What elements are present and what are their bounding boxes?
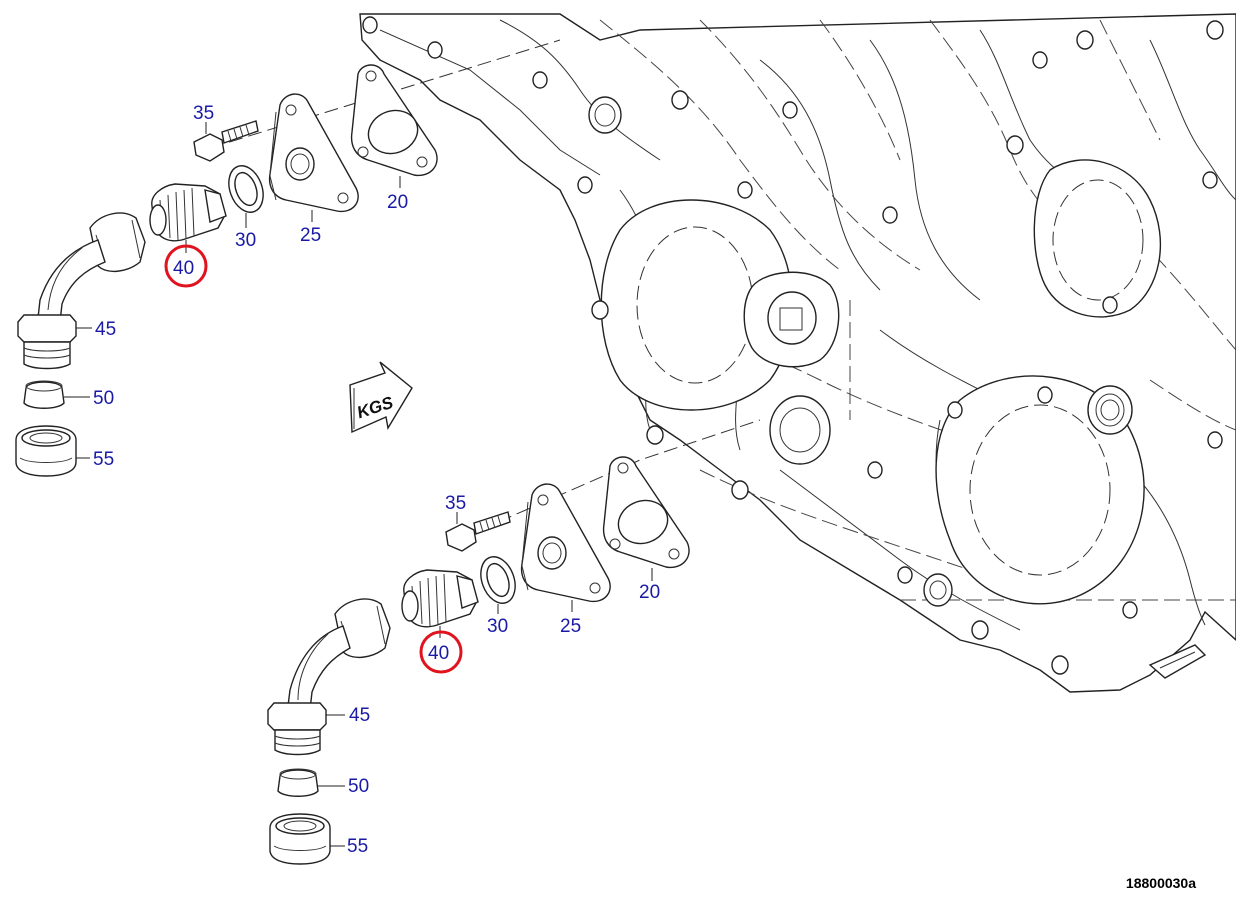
gasket-20-lower [602, 456, 690, 581]
nut-55-lower [269, 813, 345, 865]
drawing-number: 18800030a [1125, 875, 1196, 891]
part-labels-lower: 35 20 25 30 40 45 50 55 [347, 493, 660, 857]
nut-55-upper [15, 425, 90, 477]
cap-50-lower [277, 768, 345, 797]
cap-50-upper [23, 380, 90, 409]
highlight-circle-40-upper [164, 244, 208, 288]
label-40-lower: 40 [428, 643, 449, 664]
upper-assembly [15, 39, 561, 477]
adapter-40-lower [401, 569, 479, 638]
label-50-lower: 50 [348, 776, 369, 797]
label-20-upper: 20 [387, 192, 408, 213]
label-55-upper: 55 [93, 449, 114, 470]
label-20-lower: 20 [639, 582, 660, 603]
label-35-lower: 35 [445, 493, 466, 514]
elbow-45-lower [267, 598, 391, 756]
adapter-40-upper [149, 183, 227, 253]
label-45-lower: 45 [349, 705, 370, 726]
label-30-upper: 30 [235, 230, 256, 251]
label-40-upper: 40 [173, 258, 194, 279]
label-45-upper: 45 [95, 319, 116, 340]
elbow-45-upper [17, 212, 146, 370]
flange-25-upper [268, 93, 359, 222]
label-55-lower: 55 [347, 836, 368, 857]
washer-30-lower [480, 556, 516, 614]
screw-35-upper [193, 120, 259, 162]
label-25-upper: 25 [300, 225, 321, 246]
highlight-circle-40-lower [419, 630, 463, 674]
part-labels-upper: 35 20 25 30 40 45 50 55 [93, 103, 408, 470]
washer-30-upper [228, 165, 264, 228]
label-25-lower: 25 [560, 616, 581, 637]
label-50-upper: 50 [93, 388, 114, 409]
label-35-upper: 35 [193, 103, 214, 124]
lower-assembly [267, 419, 761, 865]
label-30-lower: 30 [487, 616, 508, 637]
screw-35-lower [445, 511, 511, 552]
flange-25-lower [520, 483, 611, 612]
engine-block-housing [359, 13, 1236, 693]
kgs-direction-arrow: KGS [349, 361, 413, 434]
gasket-20-upper [350, 64, 438, 188]
